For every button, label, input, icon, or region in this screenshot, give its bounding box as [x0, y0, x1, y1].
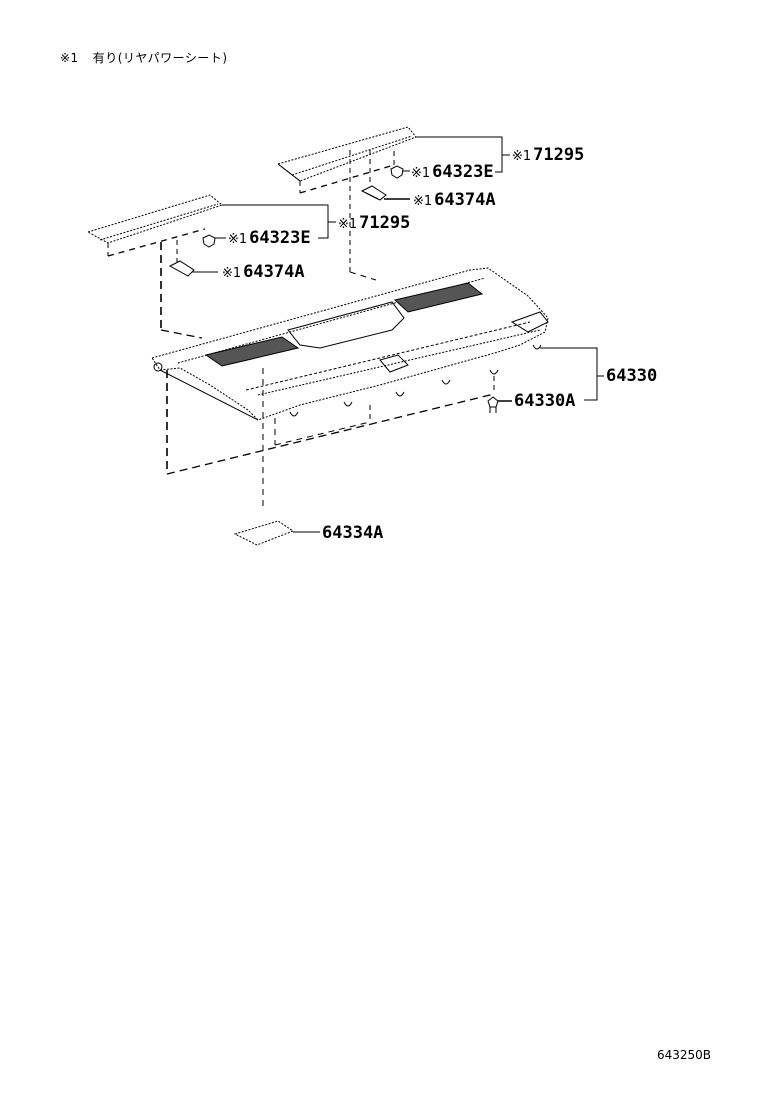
legend-note: ※1 有り(リヤパワーシート): [60, 49, 228, 66]
callout-64334a[interactable]: 64334A: [322, 523, 384, 543]
clip-64330a: [487, 396, 512, 413]
lower-clip-64323e: [202, 234, 226, 248]
legend-text: 有り(リヤパワーシート): [92, 51, 228, 65]
callout-64330a[interactable]: 64330A: [514, 391, 576, 411]
cover-64334a: [233, 520, 320, 546]
callout-64330[interactable]: 64330: [606, 366, 658, 386]
upper-clip-64323e: [390, 165, 410, 179]
diagram-code: 643250B: [657, 1048, 712, 1062]
legend-mark: ※1: [60, 51, 79, 65]
main-panel-64330: [151, 267, 549, 421]
lower-bracket-64374a: [168, 260, 218, 277]
upper-garnish-71295: [276, 126, 417, 194]
upper-bracket-64374a: [360, 185, 410, 201]
lower-garnish-71295: [86, 194, 224, 257]
